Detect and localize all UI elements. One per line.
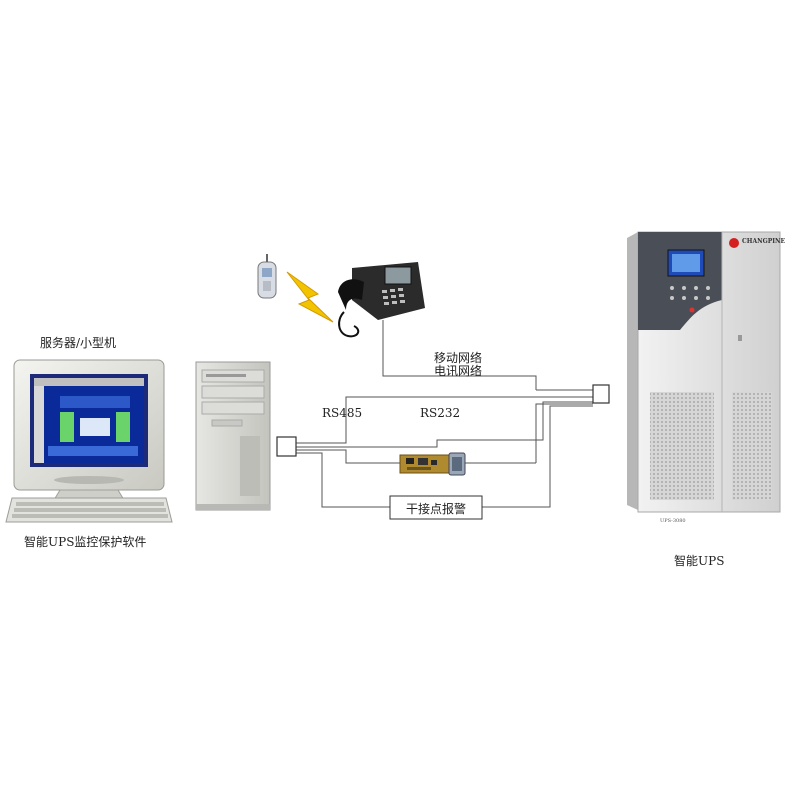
rs232-label: RS232 xyxy=(420,406,460,420)
ups-logo-mark xyxy=(729,238,739,248)
ups-brand-text: CHANGPINE xyxy=(742,238,785,245)
tower-pc xyxy=(196,362,270,510)
ups-connector-box xyxy=(593,385,609,403)
dry-contact-line xyxy=(296,453,390,507)
rs485-label: RS485 xyxy=(322,406,362,420)
telecom-network-label: 电讯网络 xyxy=(434,362,482,379)
card-line xyxy=(296,450,400,463)
ups-model-text: UPS-3080 xyxy=(660,518,686,524)
pc-connector-box xyxy=(277,437,296,456)
ups-cabinet xyxy=(627,232,780,512)
telephone-icon xyxy=(338,262,425,336)
lightning-icon xyxy=(287,272,333,322)
monitor xyxy=(14,360,164,500)
rs232-card xyxy=(400,453,465,475)
software-label: 智能UPS监控保护软件 xyxy=(24,533,146,550)
dry-contact-label: 干接点报警 xyxy=(390,500,482,517)
ups-label: 智能UPS xyxy=(674,552,724,569)
keyboard xyxy=(6,498,172,522)
server-label: 服务器/小型机 xyxy=(40,334,116,351)
mobile-phone-icon xyxy=(258,254,276,298)
